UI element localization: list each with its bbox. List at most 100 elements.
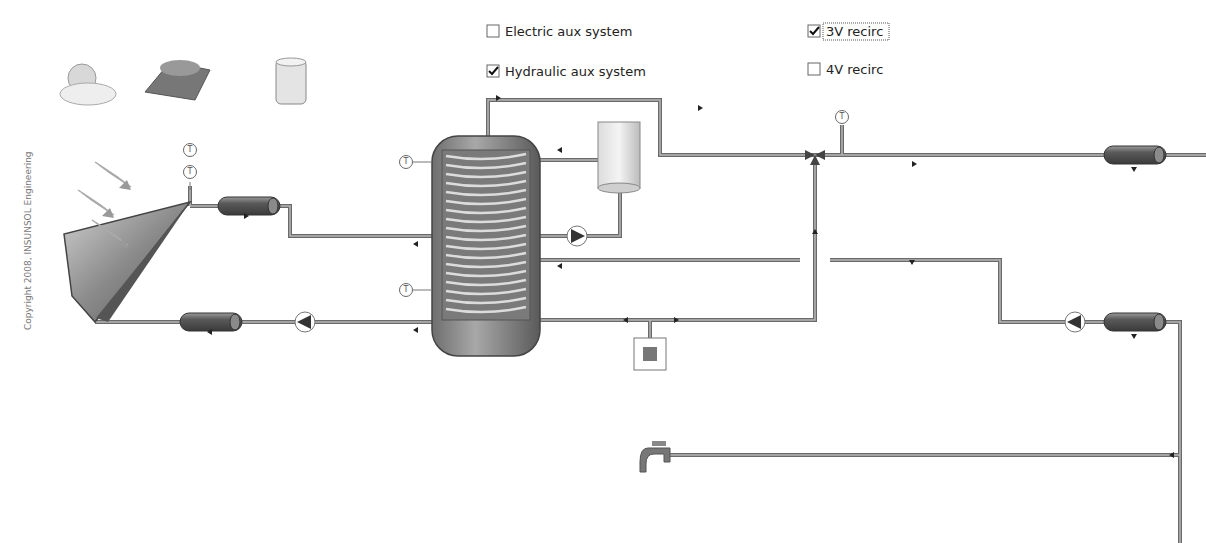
collector-icon <box>145 60 210 100</box>
pipe-core <box>649 320 651 338</box>
sensor-label: T <box>404 286 409 294</box>
sensor-label: T <box>840 113 845 121</box>
pipe-section <box>180 313 242 331</box>
solar-collector <box>64 202 190 322</box>
pump-symbol <box>295 312 315 332</box>
heat-exchanger-coil <box>446 307 526 312</box>
pipe-section-end <box>230 314 240 330</box>
pipe-section <box>218 197 280 215</box>
temperature-sensor: T <box>399 155 413 169</box>
heat-exchanger-coil <box>446 208 526 213</box>
pipe <box>95 320 432 324</box>
ray-arrow <box>116 238 128 248</box>
checkboxes <box>487 23 889 77</box>
flow-arrow <box>557 263 562 269</box>
heat-exchanger-coil <box>446 253 526 258</box>
weather-icon <box>60 64 116 105</box>
heat-exchanger-coil <box>446 226 526 231</box>
pipe-core <box>540 159 598 161</box>
flow-arrow <box>1131 334 1137 339</box>
heat-exchanger-coil <box>446 172 526 177</box>
pipe-network <box>95 100 1206 543</box>
flow-arrow <box>698 105 703 111</box>
flow-arrow <box>244 213 249 219</box>
pipe <box>540 158 598 162</box>
checkbox-label: Hydraulic aux system <box>505 65 646 78</box>
storage-tank <box>432 136 540 356</box>
flow-arrow <box>1169 452 1174 458</box>
heat-exchanger-coil <box>446 163 526 168</box>
pump-arrow <box>297 315 311 329</box>
temperature-sensor: T <box>835 110 849 124</box>
heat-exchanger-coil <box>446 271 526 276</box>
temperature-sensor: T <box>183 143 197 157</box>
heat-exchanger-coil <box>446 235 526 240</box>
pipe-core <box>488 100 1206 155</box>
flow-arrow <box>909 260 915 265</box>
cold-water-inlet <box>634 338 666 370</box>
pump-symbol <box>1065 312 1085 332</box>
aux-boiler <box>598 122 640 193</box>
flow-arrow <box>812 229 818 234</box>
heat-exchanger-coil <box>446 244 526 249</box>
flow-arrow <box>496 95 501 101</box>
flow-arrow <box>674 317 679 323</box>
heat-exchanger-coil <box>446 154 526 159</box>
heat-exchanger-coil <box>446 298 526 303</box>
sensor-stem <box>413 290 432 291</box>
heat-exchanger-coil <box>446 190 526 195</box>
pump-symbol <box>567 226 587 246</box>
pipe-section-end <box>1154 314 1164 330</box>
pipe <box>540 258 800 262</box>
pipe-section-end <box>1154 147 1164 163</box>
three-way-valve <box>805 150 825 165</box>
pipe-core <box>668 454 1180 456</box>
pipe <box>648 320 652 338</box>
flow-arrow <box>1131 167 1137 172</box>
pipe-section <box>1104 146 1166 164</box>
sensor-stem <box>190 182 191 190</box>
checkbox-label: Electric aux system <box>505 25 632 38</box>
temperature-sensor: T <box>183 165 197 179</box>
copyright-watermark: Copyright 2008, INSUNSOL Engineering <box>24 151 33 330</box>
pipe <box>830 260 1180 543</box>
flow-arrow <box>557 147 562 153</box>
flow-arrow <box>413 241 418 247</box>
pipe <box>488 100 1206 155</box>
checkbox-label: 4V recirc <box>826 63 883 76</box>
pipe <box>540 162 815 320</box>
heat-exchanger-coil <box>446 199 526 204</box>
tank-icon <box>276 58 306 104</box>
pipe-core <box>95 321 432 323</box>
temperature-sensor: T <box>399 283 413 297</box>
heat-exchanger-coil <box>446 181 526 186</box>
pipe-core <box>841 125 843 155</box>
pump-arrow <box>1067 315 1081 329</box>
flow-arrow <box>623 317 628 323</box>
pipe-core <box>830 260 1180 543</box>
pipe <box>840 125 844 155</box>
pipe <box>668 453 1180 457</box>
flow-arrow <box>413 327 418 333</box>
ray-arrow <box>102 208 114 218</box>
flow-arrow <box>207 329 212 335</box>
heat-exchanger-coil <box>446 217 526 222</box>
sensor-label: T <box>404 158 409 166</box>
sensor-label: T <box>188 168 193 176</box>
heat-exchanger-coil <box>446 289 526 294</box>
heat-exchanger-coil <box>446 280 526 285</box>
tap-symbol <box>640 441 670 472</box>
ray-arrow <box>119 180 131 190</box>
pump-arrow <box>571 229 585 243</box>
sensor-stem <box>413 162 432 163</box>
sensor-label: T <box>188 146 193 154</box>
heat-exchanger-coil <box>446 262 526 267</box>
flow-arrow <box>912 161 917 167</box>
checkbox-label: 3V recirc <box>826 25 883 38</box>
pipe-core <box>540 162 815 320</box>
sun-rays <box>78 162 131 248</box>
pipe-core <box>540 259 800 261</box>
pipe-section-end <box>268 198 278 214</box>
